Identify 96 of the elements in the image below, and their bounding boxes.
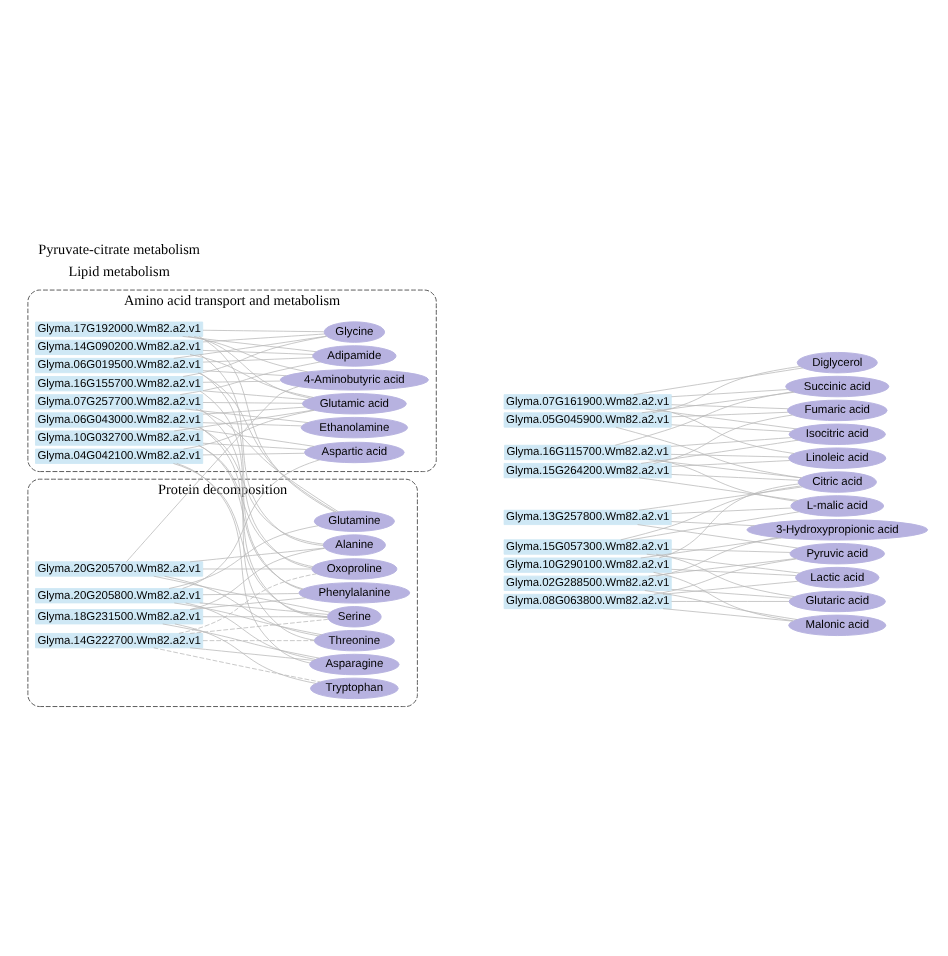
connector [153,647,321,683]
connector [671,589,793,599]
connector [197,426,324,545]
connector [662,608,794,622]
connector [176,463,311,664]
connector [645,408,797,430]
connector [189,647,314,661]
connector [202,357,314,363]
connector [655,459,797,502]
connector [189,547,325,563]
connector [189,547,325,610]
connector [174,623,317,684]
connector [652,366,801,414]
connector [173,463,328,618]
connector [198,445,304,590]
connector [202,422,302,427]
connector [671,548,791,553]
connector [644,590,798,620]
connector [671,474,799,481]
connector [199,426,315,641]
connector [193,336,311,399]
connector [671,568,797,576]
connector [199,372,313,569]
connector [658,483,799,559]
connector [638,477,799,501]
connector [662,580,799,595]
connector [614,391,794,446]
connector [202,402,303,404]
connector [640,537,782,559]
connector [656,408,795,454]
connector [671,507,792,514]
connector [670,437,793,447]
connector [197,372,337,513]
connector [199,408,328,618]
connector [655,537,778,577]
connector [653,414,793,464]
connector [202,390,307,401]
connector [189,597,306,610]
connector [202,329,325,333]
connector [671,460,791,467]
connector [202,442,307,450]
connector [202,452,305,456]
connector [162,623,320,659]
connector [199,390,303,590]
connector [202,640,315,641]
connector [202,616,328,618]
connector [620,485,801,541]
connector [202,333,325,343]
connector [182,336,317,353]
connector [153,575,331,613]
connector [202,593,300,596]
connector [178,573,317,634]
connector [199,354,324,546]
connector [179,361,321,395]
connector [202,380,281,383]
connector [173,335,327,359]
connector [646,553,801,574]
connector [671,404,789,410]
connector [640,439,799,464]
connector [198,336,336,513]
connector [202,350,314,355]
connector [615,426,802,479]
connector [189,354,314,398]
connector [173,409,314,432]
connector [197,444,314,567]
connector [648,459,802,479]
connector [202,370,287,377]
connector [671,521,755,527]
connector [638,486,803,511]
connector [202,406,306,415]
connector [633,367,804,395]
connector [202,568,313,570]
connector [164,575,320,637]
connector [653,571,794,622]
connector [637,524,798,549]
connector [671,411,789,418]
connector [671,424,792,433]
connector [641,391,795,414]
connector [199,602,329,615]
connector [168,525,319,589]
connector [195,408,339,513]
connector [178,426,315,447]
connector [670,454,790,458]
connector [671,389,789,398]
connector [182,459,320,589]
connector [126,386,299,563]
connector [184,408,309,423]
connector [185,602,316,660]
connector [173,602,322,636]
connector [189,618,329,634]
connector [183,409,315,450]
connector [187,336,309,373]
connector [648,558,796,577]
connector [182,336,328,377]
connector [671,601,790,602]
connector [630,511,800,541]
